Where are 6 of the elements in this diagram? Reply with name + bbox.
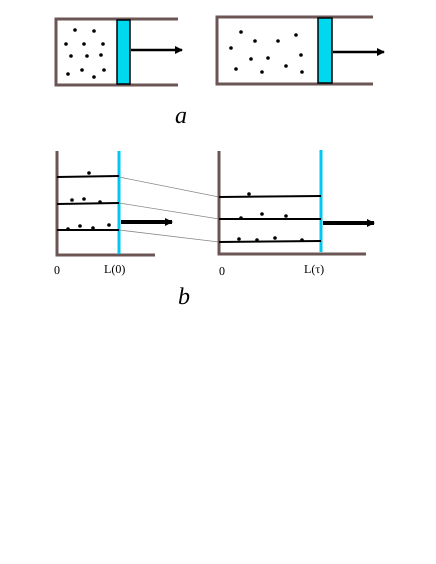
axis-label: L(τ) [304,263,324,275]
figure-label: a [175,104,187,128]
axis-label: 0 [219,265,225,277]
axis-label: 0 [54,264,60,276]
axis-label: L(0) [104,263,126,275]
figure-label: b [178,285,190,309]
